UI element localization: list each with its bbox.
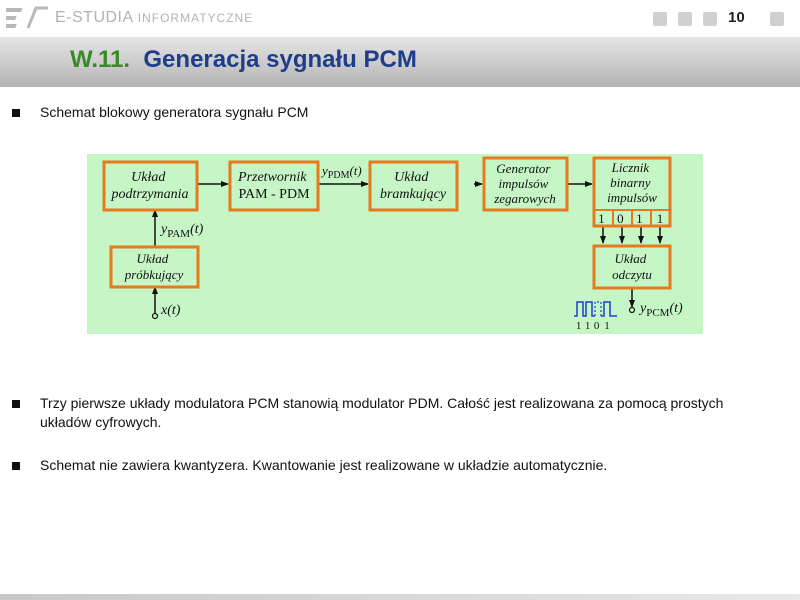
block-licznik-line-1: Licznik	[611, 160, 650, 175]
output-bit-1: 1	[576, 320, 582, 332]
diagram-background	[87, 154, 703, 334]
signal-y-pcm-argument: (t)	[669, 301, 683, 316]
signal-x-base: x	[160, 303, 168, 318]
block-przetwornik-label: Przetwornik PAM - PDM	[237, 170, 310, 202]
block-licznik-line-2: binarny	[610, 175, 651, 190]
block-generator-line-3: zegarowych	[493, 191, 556, 206]
block-podtrzymania-label: Układ podtrzymania	[111, 170, 189, 202]
block-podtrzymania-line-2: podtrzymania	[111, 187, 189, 202]
counter-bit-3: 1	[636, 211, 643, 226]
signal-y-pam-subscript: PAM	[167, 228, 190, 240]
footer-bar	[0, 594, 800, 600]
e-studia-logo-icon	[6, 6, 48, 29]
block-probkujacy-label: Układ próbkujący	[124, 251, 184, 282]
bullet-text: Schemat nie zawiera kwantyzera. Kwantowa…	[40, 457, 608, 473]
counter-bits: 1 0 1 1	[598, 211, 663, 226]
block-licznik-line-3: impulsów	[607, 190, 657, 205]
block-przetwornik-line-1: Przetwornik	[237, 170, 307, 185]
block-podtrzymania	[102, 160, 199, 212]
pcm-block-diagram: Układ podtrzymania Przetwornik PAM - PDM…	[87, 154, 703, 334]
page-number: 10	[728, 9, 745, 26]
block-bramkujacy-label: Układ bramkujący	[380, 170, 447, 202]
nav-next-button[interactable]	[703, 12, 717, 26]
block-odczytu-line-2: odczytu	[612, 267, 652, 282]
block-przetwornik	[228, 160, 320, 212]
bullet-marker	[12, 462, 20, 470]
signal-y-pcm-subscript: PCM	[646, 307, 669, 319]
nav-previous-button[interactable]	[678, 12, 692, 26]
bullet-text: Trzy pierwsze układy modulatora PCM stan…	[40, 395, 724, 430]
block-probkujacy-line-1: Układ	[136, 251, 168, 266]
output-bit-3: 0	[594, 320, 600, 332]
block-generator-label: Generator impulsów zegarowych	[493, 161, 556, 206]
bullet-text: Schemat blokowy generatora sygnału PCM	[40, 104, 309, 120]
signal-y-pdm-argument: (t)	[349, 163, 361, 178]
pcm-waveform-tail	[601, 301, 617, 317]
title-number: W.11.	[70, 46, 131, 73]
input-terminal	[151, 312, 159, 320]
bullet-marker	[12, 109, 20, 117]
counter-bit-1: 1	[598, 211, 605, 226]
block-generator	[482, 156, 569, 212]
block-licznik-label: Licznik binarny impulsów	[607, 160, 657, 205]
block-odczytu-line-1: Układ	[614, 251, 646, 266]
pcm-waveform-solid	[574, 301, 595, 317]
output-bit-4: 1	[604, 320, 610, 332]
block-probkujacy-line-2: próbkujący	[124, 267, 184, 282]
pcm-waveform-dashed	[594, 301, 602, 316]
header-bar: E-STUDIA INFORMATYCZNE 10	[0, 0, 800, 36]
block-bramkujacy-line-2: bramkujący	[380, 187, 447, 202]
output-bit-2: 1	[585, 320, 591, 332]
block-odczytu-label: Układ odczytu	[612, 251, 652, 282]
block-przetwornik-line-2: PAM - PDM	[238, 187, 310, 202]
title-bar	[0, 37, 800, 87]
bullet-marker	[12, 400, 20, 408]
signal-y-pdm-base: y	[320, 163, 328, 178]
logo-text-sub: INFORMATYCZNE	[137, 11, 254, 25]
signal-y-pcm-label: yPCM(t)	[638, 301, 683, 319]
signal-y-pam-argument: (t)	[190, 222, 204, 237]
block-podtrzymania-line-1: Układ	[131, 170, 166, 185]
logo-text-main: E-STUDIA	[55, 9, 133, 26]
block-generator-line-1: Generator	[496, 161, 551, 176]
signal-x-argument: (t)	[167, 303, 181, 318]
block-generator-line-2: impulsów	[498, 176, 548, 191]
signal-y-pdm-label: yPDM(t)	[320, 163, 362, 181]
counter-bit-2: 0	[617, 211, 624, 226]
signal-y-pdm-subscript: PDM	[328, 170, 350, 181]
page-title: W.11. Generacja sygnału PCM	[70, 46, 417, 74]
block-bramkujacy	[368, 160, 459, 212]
logo-text: E-STUDIA INFORMATYCZNE	[55, 9, 253, 27]
block-bramkujacy-line-1: Układ	[394, 170, 429, 185]
signal-y-pam-label: yPAM(t)	[159, 222, 204, 240]
nav-first-button[interactable]	[653, 12, 667, 26]
signal-x-label: x(t)	[160, 303, 181, 318]
output-bits: 1 1 0 1	[576, 320, 610, 332]
block-odczytu	[592, 244, 672, 290]
signal-y-pcm-base: y	[638, 301, 647, 316]
nav-last-button[interactable]	[770, 12, 784, 26]
counter-bit-4: 1	[657, 211, 664, 226]
signal-y-pam-base: y	[159, 222, 168, 237]
output-terminal	[628, 306, 636, 314]
title-text: Generacja sygnału PCM	[143, 46, 417, 73]
block-probkujacy	[109, 245, 200, 289]
